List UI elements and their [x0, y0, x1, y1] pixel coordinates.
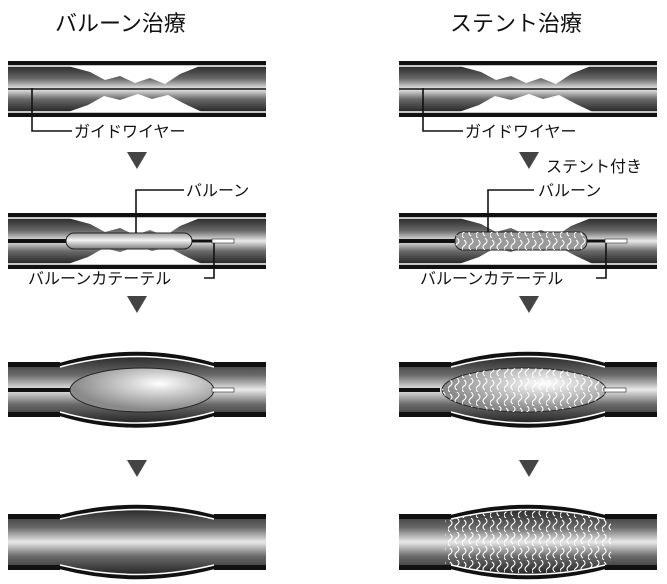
- plaque-top: [68, 66, 200, 84]
- right-step3-stent-expanded: [399, 350, 657, 430]
- left-balloon-label: バルーン: [186, 181, 249, 200]
- right-step2-stent-balloon-inserted: [399, 189, 657, 279]
- left-guidewire-label: ガイドワイヤー: [74, 122, 186, 141]
- right-catheter-label: バルーンカテーテル: [420, 269, 563, 288]
- right-step4-stent-placed: [399, 503, 657, 581]
- right-arrow-1: [519, 152, 539, 169]
- balloon-inflated: [69, 367, 215, 413]
- left-catheter-label: バルーンカテーテル: [28, 269, 171, 288]
- right-stent-balloon-label-line2: バルーン: [538, 181, 601, 200]
- plaque-bottom: [68, 94, 202, 112]
- right-panel-title: ステント治療: [450, 12, 582, 37]
- left-panel-title: バルーン治療: [55, 12, 186, 37]
- left-arrow-1: [127, 152, 147, 169]
- right-step1-narrowed-vessel: [399, 61, 657, 132]
- right-stent-balloon-label-line1: ステント付き: [546, 157, 642, 176]
- stent-implanted: [445, 511, 611, 573]
- left-step1-narrowed-vessel: [8, 61, 266, 132]
- left-step3-balloon-inflated: [8, 350, 266, 430]
- left-arrow-2: [127, 296, 147, 313]
- right-arrow-2: [519, 296, 539, 313]
- right-arrow-3: [519, 460, 539, 477]
- stent-mesh: [442, 368, 606, 412]
- right-guidewire-label: ガイドワイヤー: [465, 122, 577, 141]
- left-step4-widened-vessel: [8, 503, 266, 581]
- balloon-deflated: [65, 232, 193, 250]
- left-arrow-3: [127, 460, 147, 477]
- left-step2-balloon-inserted: [8, 189, 266, 279]
